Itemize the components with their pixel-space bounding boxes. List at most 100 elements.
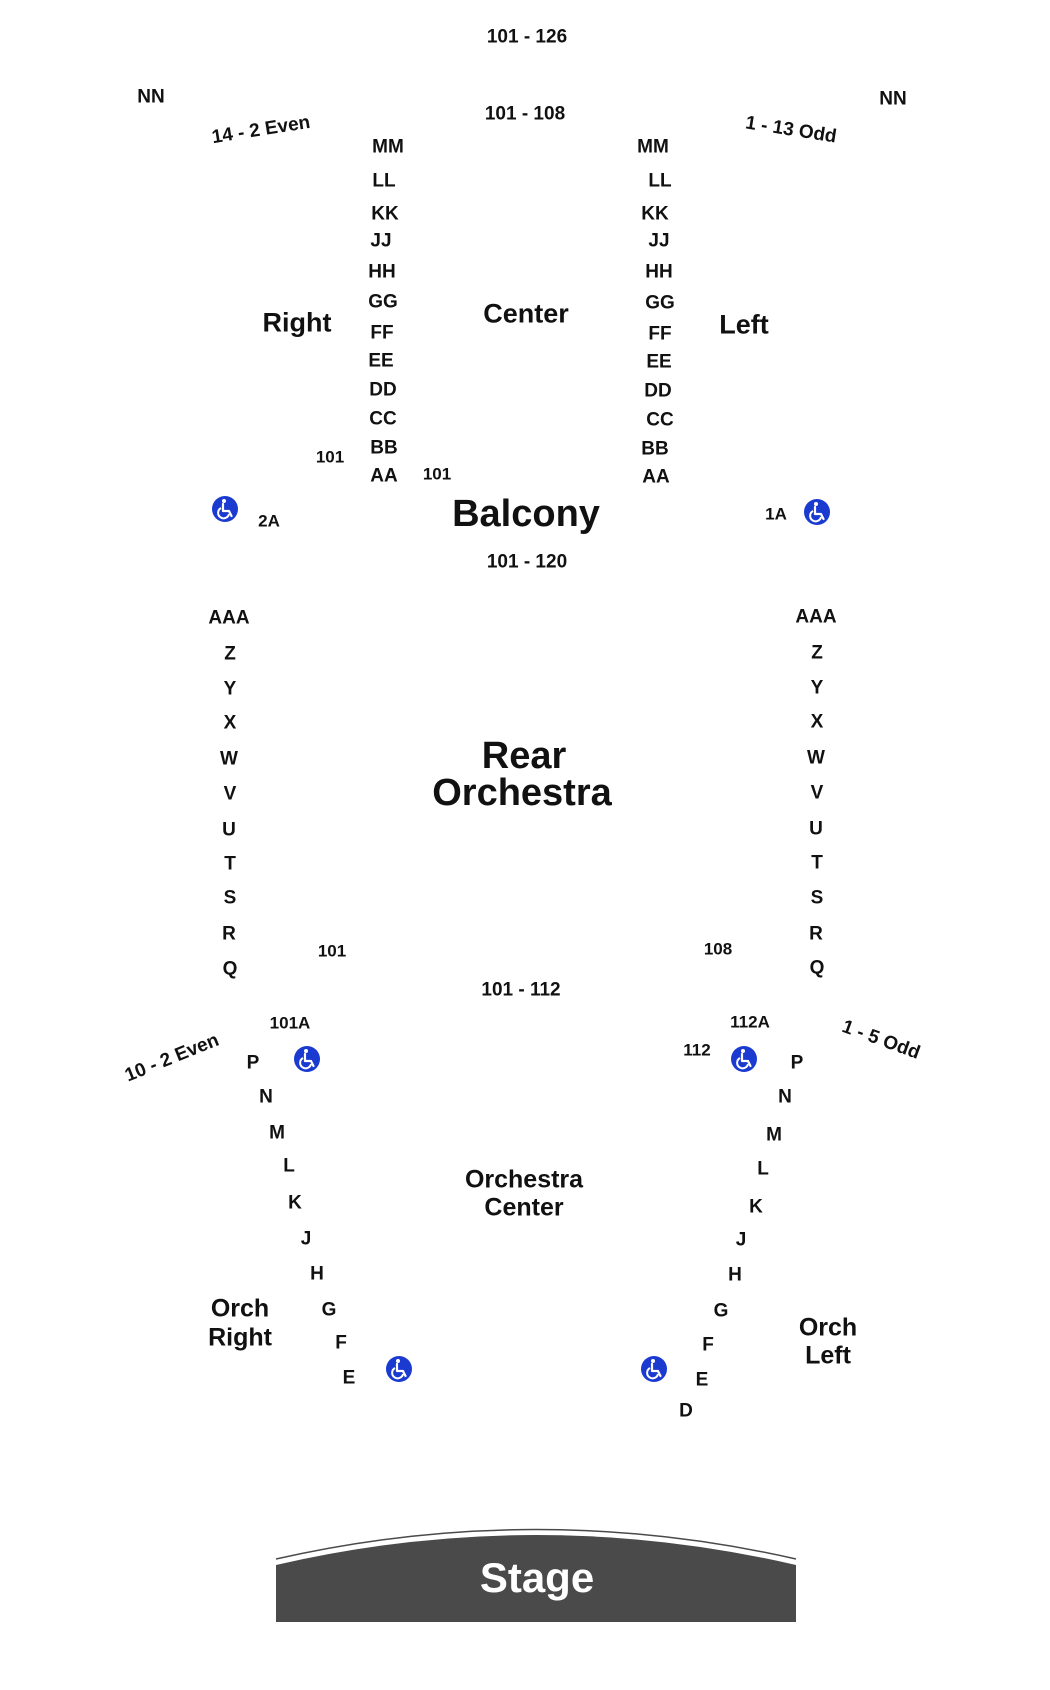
orchestra-range: 101 - 112 <box>481 979 561 1001</box>
rear-row-label: Y <box>810 677 824 699</box>
balcony-row-label: MM <box>372 136 404 158</box>
balcony-seat-2a: 2A <box>258 511 280 531</box>
orchestra-row-label: L <box>283 1155 295 1177</box>
balcony-row-label: FF <box>648 323 672 345</box>
balcony-row-label: FF <box>370 322 394 344</box>
balcony-top-range: 101 - 126 <box>486 26 568 48</box>
rear-seat-108: 108 <box>703 939 733 959</box>
orchestra-row-label: K <box>288 1192 302 1214</box>
orchestra-row-label: M <box>269 1122 285 1144</box>
orchestra-row-label: N <box>259 1086 273 1108</box>
stage-label: Stage <box>479 1554 595 1601</box>
rear-row-label: T <box>811 852 823 874</box>
balcony-row-label: AA <box>642 466 670 488</box>
rear-row-label: S <box>810 887 824 909</box>
balcony-row-label: LL <box>372 170 396 192</box>
rear-row-label: Z <box>224 643 236 665</box>
balcony-seat-101-center: 101 <box>422 464 452 484</box>
rear-row-label: Q <box>222 958 238 980</box>
section-orch-right-line1[interactable]: Orch <box>210 1294 270 1323</box>
balcony-row-label: EE <box>368 350 394 372</box>
balcony-seat-1a: 1A <box>765 504 787 524</box>
section-balcony-center[interactable]: Center <box>483 298 569 329</box>
balcony-row-label: GG <box>368 291 398 313</box>
orchestra-row-label: P <box>790 1052 804 1074</box>
wheelchair-icon[interactable] <box>293 1045 321 1073</box>
orchestra-row-label: G <box>713 1300 729 1322</box>
rear-row-label: X <box>223 712 237 734</box>
rear-seat-101: 101 <box>317 941 347 961</box>
balcony-row-label: DD <box>644 380 672 402</box>
orchestra-row-label: J <box>300 1228 312 1250</box>
orchestra-seat-112: 112 <box>683 1040 711 1060</box>
section-orchestra-center-line2[interactable]: Center <box>484 1193 564 1222</box>
section-title-balcony[interactable]: Balcony <box>452 493 600 535</box>
orchestra-row-label: P <box>246 1052 260 1074</box>
rear-orchestra-range: 101 - 120 <box>486 551 568 573</box>
balcony-nn-right: NN <box>879 88 907 110</box>
section-orch-right-line2[interactable]: Right <box>208 1323 272 1352</box>
balcony-row-label: EE <box>646 351 672 373</box>
orchestra-row-label: G <box>321 1299 337 1321</box>
rear-row-label: U <box>222 819 236 841</box>
orchestra-row-label: D <box>679 1400 693 1422</box>
section-balcony-right[interactable]: Right <box>262 307 332 338</box>
rear-row-label: W <box>807 747 825 769</box>
rear-row-label: S <box>223 887 237 909</box>
balcony-row-label: BB <box>641 438 669 460</box>
balcony-row-label: CC <box>646 409 674 431</box>
balcony-row-label: KK <box>641 203 669 225</box>
orchestra-row-label: E <box>695 1369 709 1391</box>
balcony-seat-101-right: 101 <box>315 447 345 467</box>
rear-row-label: R <box>809 923 823 945</box>
section-balcony-left[interactable]: Left <box>719 309 769 340</box>
orchestra-seat-112a: 112A <box>730 1012 770 1032</box>
wheelchair-icon[interactable] <box>803 498 831 526</box>
orchestra-row-label: H <box>728 1264 742 1286</box>
rear-row-label: R <box>222 923 236 945</box>
orchestra-row-label: J <box>735 1229 747 1251</box>
balcony-row-label: HH <box>645 261 673 283</box>
rear-row-label: V <box>810 782 824 804</box>
balcony-row-label: GG <box>645 292 675 314</box>
orchestra-row-label: N <box>778 1086 792 1108</box>
balcony-row-label: HH <box>368 261 396 283</box>
rear-row-label: U <box>809 818 823 840</box>
balcony-row-label: JJ <box>648 230 670 252</box>
balcony-row-label: DD <box>369 379 397 401</box>
rear-row-label: AAA <box>208 607 250 629</box>
section-orch-left-line2[interactable]: Left <box>805 1341 851 1370</box>
section-orch-left-line1[interactable]: Orch <box>798 1313 858 1342</box>
rear-row-label: X <box>810 711 824 733</box>
rear-row-label: Z <box>811 642 823 664</box>
wheelchair-icon[interactable] <box>730 1045 758 1073</box>
balcony-row-label: MM <box>637 136 669 158</box>
orchestra-row-label: L <box>757 1158 769 1180</box>
section-title-rear[interactable]: Rear <box>481 735 567 777</box>
balcony-row-label: AA <box>370 465 398 487</box>
balcony-row-label: BB <box>370 437 398 459</box>
wheelchair-icon[interactable] <box>640 1355 668 1383</box>
orchestra-row-label: F <box>335 1332 347 1354</box>
orchestra-row-label: M <box>766 1124 782 1146</box>
balcony-row-label: CC <box>369 408 397 430</box>
balcony-row-label: LL <box>648 170 672 192</box>
section-title-orchestra[interactable]: Orchestra <box>432 772 612 814</box>
orchestra-row-label: F <box>702 1334 714 1356</box>
wheelchair-icon[interactable] <box>385 1355 413 1383</box>
orchestra-row-label: H <box>310 1263 324 1285</box>
section-orchestra-center-line1[interactable]: Orchestra <box>464 1165 584 1194</box>
balcony-center-range: 101 - 108 <box>484 103 566 125</box>
rear-row-label: W <box>220 748 238 770</box>
balcony-row-label: KK <box>371 203 399 225</box>
orchestra-row-label: K <box>749 1196 763 1218</box>
rear-row-label: Q <box>809 957 825 979</box>
rear-row-label: T <box>224 853 236 875</box>
rear-row-label: V <box>223 783 237 805</box>
balcony-nn-left: NN <box>137 86 165 108</box>
wheelchair-icon[interactable] <box>211 495 239 523</box>
orchestra-seat-101a: 101A <box>269 1013 311 1033</box>
balcony-row-label: JJ <box>370 230 392 252</box>
orchestra-row-label: E <box>342 1367 356 1389</box>
